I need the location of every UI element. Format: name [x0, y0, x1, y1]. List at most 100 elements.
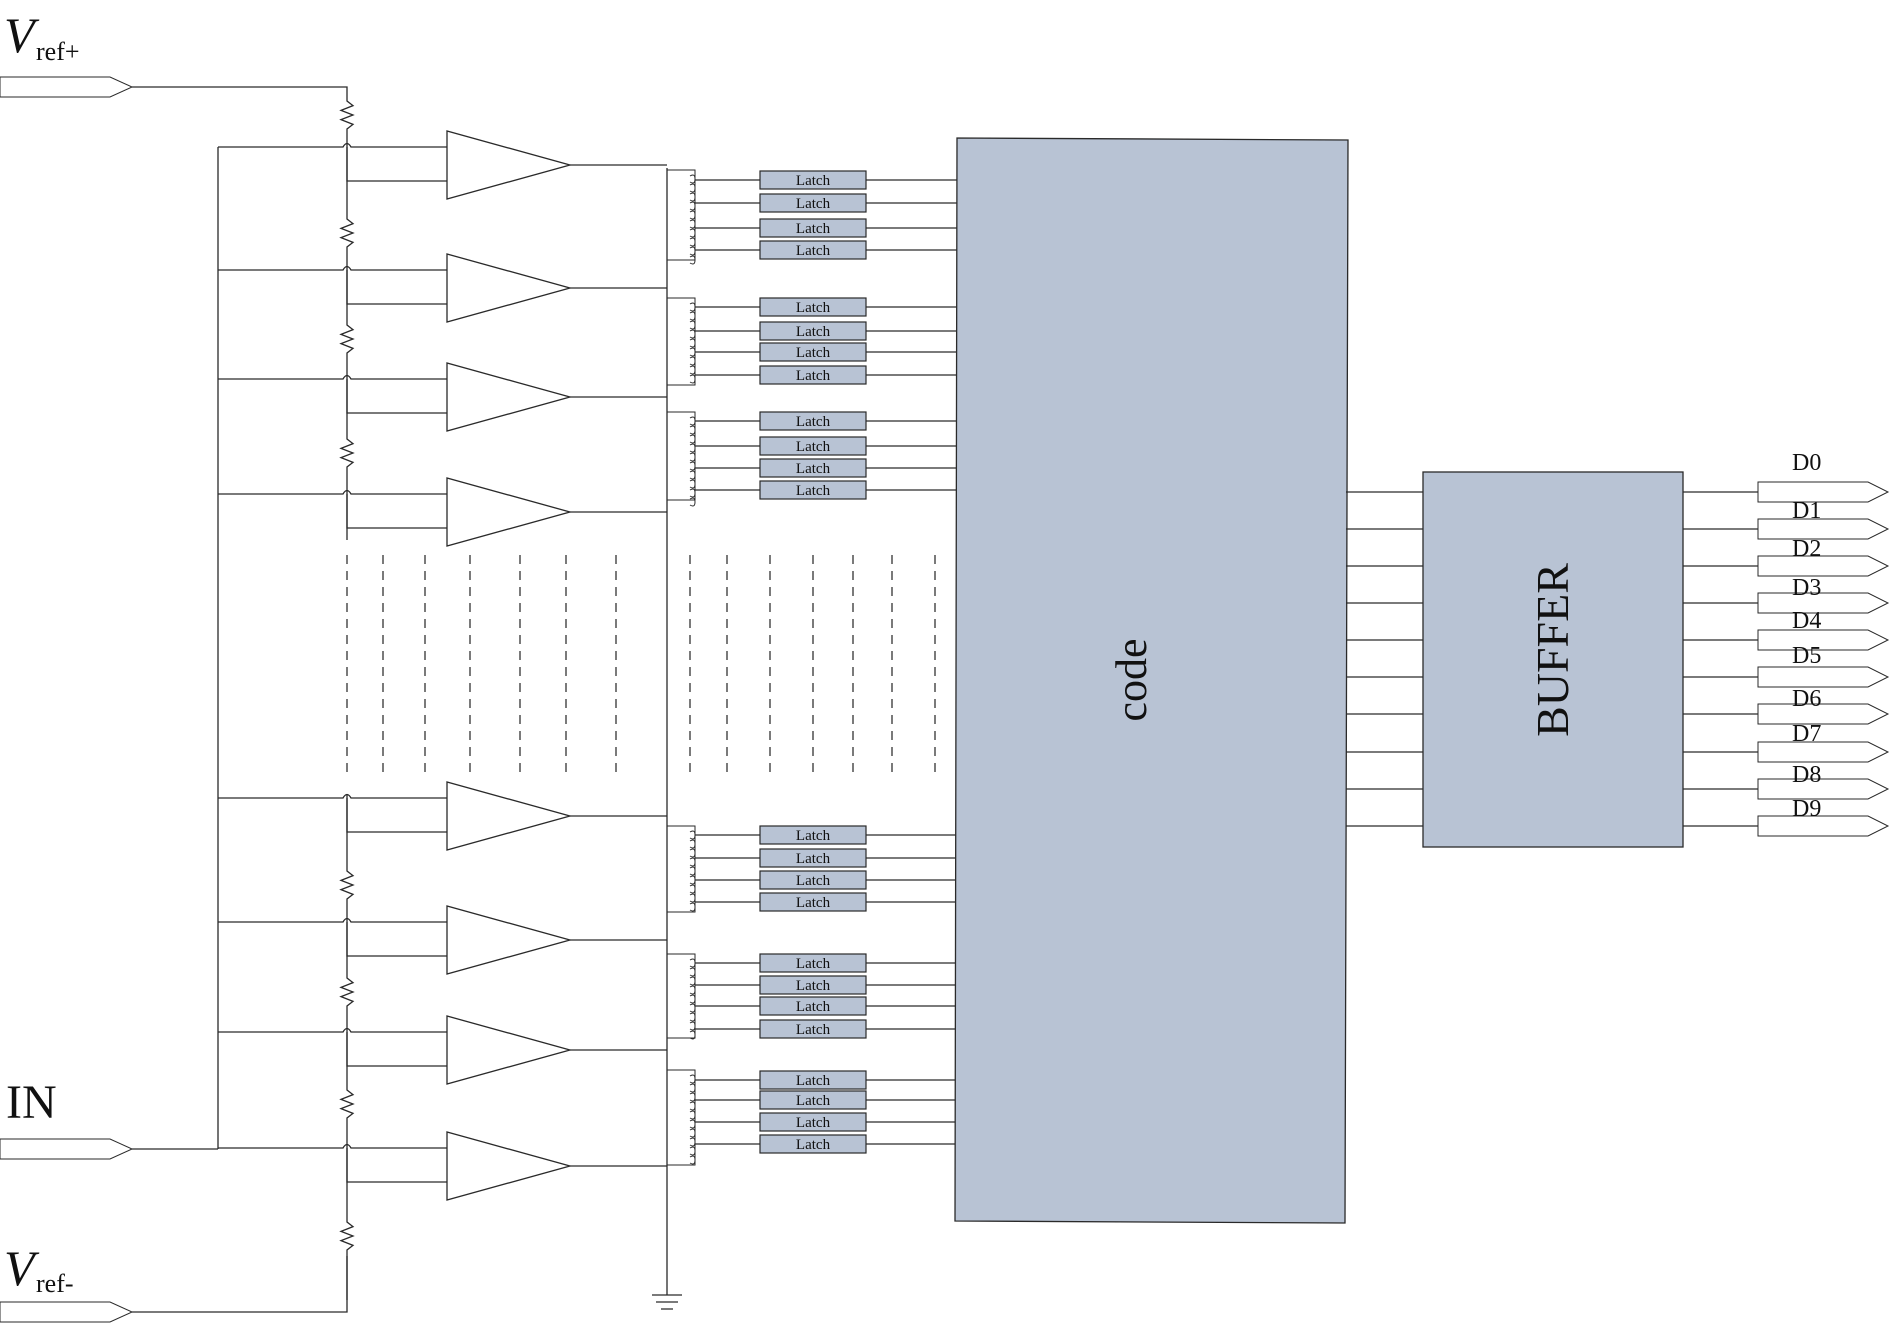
latch-label: Latch [796, 243, 831, 259]
ladder-gap [344, 319, 350, 359]
latch-fan-tap [689, 237, 696, 247]
ladder-gap [344, 95, 350, 135]
latch-label: Latch [796, 221, 831, 237]
output-pin [1757, 703, 1890, 725]
latch-label: Latch [796, 324, 831, 340]
output-label: D0 [1792, 450, 1821, 476]
latch-fan-tap [689, 201, 696, 211]
vref-minus-pin [0, 1301, 134, 1323]
continuation-dashes [346, 555, 936, 772]
latch-10: Latch [695, 436, 957, 456]
output-label: D4 [1792, 608, 1821, 634]
output-pin [1757, 592, 1890, 614]
output-D7: D7 [1683, 721, 1890, 763]
latch-fan-tap [689, 338, 696, 348]
output-D0: D0 [1683, 450, 1890, 503]
latch-fan-tap [689, 443, 696, 453]
latch-14: Latch [695, 848, 957, 868]
latch-21: Latch [695, 1070, 957, 1090]
latch-fan-tap [689, 848, 696, 858]
output-D8: D8 [1683, 762, 1890, 800]
code-label: code [1107, 638, 1156, 721]
resistor-2 [339, 213, 355, 253]
output-D6: D6 [1683, 686, 1890, 725]
in-label: IN [6, 1076, 57, 1129]
latch-label: Latch [796, 196, 831, 212]
latch-fan-tap [689, 192, 696, 202]
ladder-gap [344, 1216, 350, 1256]
latch-label: Latch [796, 895, 831, 911]
comparator-triangle [446, 253, 573, 323]
ladder-gap [344, 433, 350, 473]
latch-fan-tap [689, 302, 696, 312]
latch-18: Latch [695, 975, 957, 995]
latch-fan-tap [689, 958, 696, 968]
latch-fan-tap [689, 1101, 696, 1111]
latch-label: Latch [796, 173, 831, 189]
latch-16: Latch [695, 892, 957, 912]
latch-fan-tap [689, 1146, 696, 1156]
latch-5: Latch [695, 297, 957, 317]
latch-fan-tap [689, 356, 696, 366]
latch-fan-tap [689, 1119, 696, 1129]
latch-label: Latch [796, 1137, 831, 1153]
comparator-input-minus [346, 1032, 447, 1067]
output-label: D3 [1792, 575, 1821, 601]
latch-11: Latch [695, 458, 957, 478]
latch-3: Latch [695, 218, 957, 238]
output-pin [1757, 666, 1890, 688]
comparator-input-plus [218, 1143, 447, 1149]
resistor-5 [339, 865, 355, 905]
latch-fan-tap [689, 311, 696, 321]
latch-fan-tap [689, 1092, 696, 1102]
resistor-8 [339, 1216, 355, 1256]
latch-fan-tap [689, 1074, 696, 1084]
latch-fan-tap [689, 1030, 696, 1040]
comparator-6 [218, 905, 667, 975]
vref-minus-main: V [4, 1240, 40, 1296]
output-pin [1757, 778, 1890, 800]
latch-22: Latch [695, 1090, 957, 1110]
output-D9: D9 [1683, 796, 1890, 837]
latch-label: Latch [796, 461, 831, 477]
output-pin [1757, 481, 1890, 503]
latch-19: Latch [695, 996, 957, 1016]
resistor-ladder [339, 95, 355, 1300]
comparator-input-plus [218, 1027, 447, 1033]
latch-fan-tap [689, 365, 696, 375]
latch-label: Latch [796, 978, 831, 994]
latch-label: Latch [796, 1115, 831, 1131]
vref-plus-pin [0, 76, 134, 98]
latch-label: Latch [796, 1093, 831, 1109]
latch-8: Latch [695, 365, 957, 385]
output-label: D9 [1792, 796, 1821, 822]
latch-fan-tap [689, 985, 696, 995]
output-label: D5 [1792, 643, 1821, 669]
comparator-input-minus [346, 1148, 447, 1183]
buffer-block [1422, 471, 1684, 848]
output-D4: D4 [1683, 608, 1890, 651]
output-D2: D2 [1683, 536, 1890, 577]
latch-fan-tap [689, 875, 696, 885]
latch-fan-tap [689, 967, 696, 977]
vref-minus-label: V ref- [4, 1240, 74, 1298]
output-pin [1757, 815, 1890, 837]
comparator-3 [218, 362, 667, 432]
output-label: D7 [1792, 721, 1821, 747]
fixed-wiring [132, 86, 682, 1313]
latch-fan-tap [689, 246, 696, 256]
comparator-input-plus [218, 142, 447, 148]
resistor-7 [339, 1084, 355, 1124]
comparator-input-minus [346, 147, 447, 182]
comparator-input-minus [346, 270, 447, 305]
ladder-gap [344, 1084, 350, 1124]
latch-fan-tap [689, 320, 696, 330]
comparator-5 [218, 781, 667, 851]
latch-label: Latch [796, 1022, 831, 1038]
latch-fan-tap [689, 1003, 696, 1013]
latch-fan-tap [689, 174, 696, 184]
latch-fan-tap [689, 347, 696, 357]
latch-fan-tap [689, 1012, 696, 1022]
